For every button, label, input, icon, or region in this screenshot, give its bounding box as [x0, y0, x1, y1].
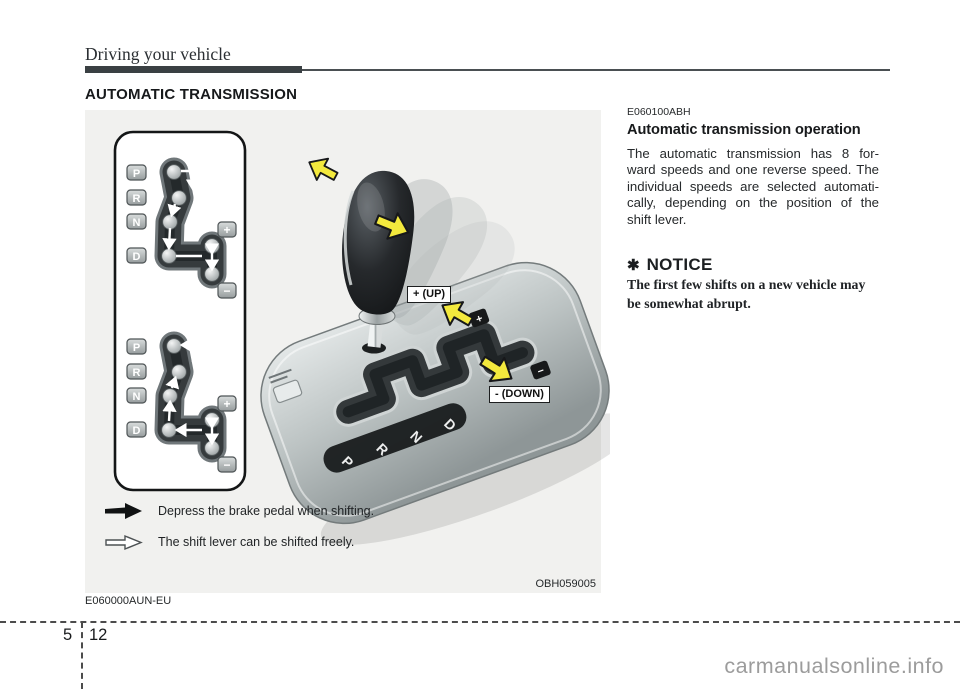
up-label: + (UP) [407, 286, 452, 303]
arrow-to-manual-gate [374, 212, 410, 240]
watermark: carmanualsonline.info [724, 654, 944, 678]
plate-plus-tab [468, 308, 490, 328]
legend-item-free: The shift lever can be shifted freely. [105, 533, 374, 551]
shifter-illustration: + − P R N D [260, 157, 610, 545]
body-text-line: cally, depending on the position of the [627, 195, 879, 211]
article-column: E060100ABH Automatic transmission operat… [627, 106, 879, 312]
shift-arrows-down [162, 169, 220, 272]
legend-item-brake: Depress the brake pedal when shifting. [105, 502, 374, 520]
solid-arrow-icon [105, 503, 142, 519]
gear-badges: P R N D + − [126, 164, 237, 299]
gear-d-label: D [133, 251, 141, 263]
article-code: E060100ABH [627, 106, 691, 118]
down-label: - (DOWN) [489, 386, 550, 403]
arrow-upshift [441, 301, 474, 327]
plate-gate-slot [333, 319, 538, 427]
legend-text: The shift lever can be shifted freely. [158, 535, 355, 549]
shift-lock-text-line [270, 375, 288, 384]
gear-r-label: R [133, 193, 141, 205]
footer-vertical-rule [81, 622, 83, 689]
shift-pattern-panel: P R N D + − [113, 130, 247, 492]
gate-positions [161, 164, 220, 282]
header-rule-thick [85, 66, 302, 73]
header-rule-thin [302, 69, 890, 71]
minus-badge: − [223, 458, 230, 472]
gear-p-label: P [133, 168, 140, 180]
plus-badge: + [223, 397, 230, 411]
legend-text: Depress the brake pedal when shifting. [158, 504, 375, 518]
shift-lock-button [272, 379, 303, 404]
footer-horizontal-rule [0, 621, 960, 623]
direction-arrows [308, 157, 513, 383]
arrow-downshift [479, 355, 513, 383]
transmission-figure: P R N D + − [85, 110, 610, 593]
plate-minus-tab [530, 360, 551, 380]
gear-d-label: D [133, 425, 141, 437]
body-text-line: shift lever. [627, 211, 687, 227]
shift-lock-text-line [268, 368, 292, 379]
shift-arrows-up [162, 337, 220, 446]
breadcrumb: Driving your vehicle [85, 44, 231, 64]
figure-legend: Depress the brake pedal when shifting. T… [105, 502, 374, 564]
plus-badge: + [223, 223, 230, 237]
article-heading: Automatic transmission operation [627, 122, 861, 138]
gear-n-label: N [133, 391, 141, 403]
page-number: 12 [89, 626, 108, 644]
outline-arrow-icon [105, 534, 143, 551]
arrow-free-shift [308, 157, 339, 181]
body-text-line: The automatic transmission has 8 for- [627, 146, 879, 161]
notice-title: NOTICE [646, 255, 713, 275]
pattern-panel-frame [113, 130, 247, 492]
chapter-number: 5 [63, 626, 73, 644]
page-title: AUTOMATIC TRANSMISSION [85, 86, 298, 103]
notice-heading: ✱ NOTICE [627, 255, 879, 275]
minus-badge: − [223, 284, 230, 298]
shifter-base-plate: + − P R N D [260, 261, 610, 545]
notice-text-line: be somewhat abrupt. [627, 295, 751, 311]
body-text-line: ward speeds and one reverse speed. The [627, 162, 879, 178]
shift-pattern-down: P R N D + − [126, 157, 237, 299]
notice-text-line: The first few shifts on a new vehicle ma… [627, 277, 866, 293]
asterisk-icon: ✱ [627, 257, 640, 275]
plate-minus-sign: − [536, 365, 546, 378]
image-reference-code: OBH059005 [535, 578, 596, 590]
body-text-line: individual speeds are selected automati- [627, 178, 879, 194]
gear-r-label: R [133, 367, 141, 379]
prnd-strip [323, 403, 467, 473]
figure-code: E060000AUN-EU [85, 595, 172, 607]
shift-pattern-up: P R N D + − [126, 331, 237, 473]
gear-n-label: N [133, 217, 141, 229]
gear-badges: P R N D + − [126, 338, 237, 473]
gear-p-label: P [133, 342, 140, 354]
plate-plus-sign: + [474, 313, 484, 326]
